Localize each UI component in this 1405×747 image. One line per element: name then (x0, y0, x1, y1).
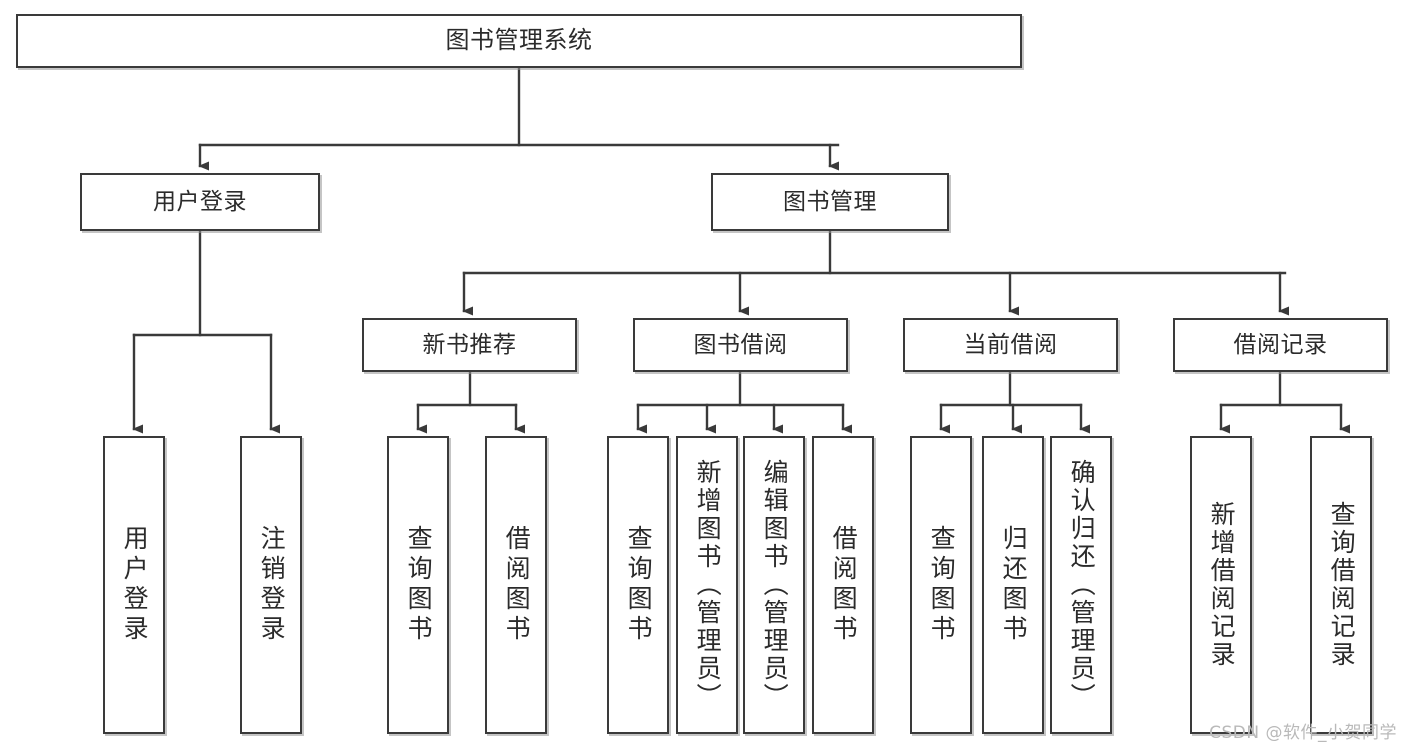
leaf-confirm-return-admin-label: 确认归还（管理员） (1067, 459, 1097, 711)
node-borrow-records[interactable]: 借阅记录 (1173, 318, 1388, 372)
node-borrow-records-label: 借阅记录 (1233, 331, 1328, 358)
leaf-borrow-books[interactable]: 借阅图书 (812, 436, 874, 734)
leaf-query-books-borrow-label: 查询图书 (624, 525, 654, 645)
leaf-return-books-label: 归还图书 (999, 525, 1029, 645)
leaf-borrow-books-label: 借阅图书 (829, 525, 859, 645)
node-book-borrow[interactable]: 图书借阅 (633, 318, 848, 372)
leaf-add-book-admin-label: 新增图书（管理员） (693, 459, 723, 711)
leaf-query-books-current-label: 查询图书 (927, 525, 957, 645)
leaf-add-book-admin[interactable]: 新增图书（管理员） (676, 436, 738, 734)
leaf-return-books[interactable]: 归还图书 (982, 436, 1044, 734)
leaf-confirm-return-admin[interactable]: 确认归还（管理员） (1050, 436, 1112, 734)
node-current-borrow-label: 当前借阅 (963, 331, 1058, 358)
leaf-query-books-recommend[interactable]: 查询图书 (387, 436, 449, 734)
leaf-query-borrow-record-label: 查询借阅记录 (1327, 501, 1357, 669)
node-book-management-label: 图书管理 (783, 188, 877, 215)
leaf-edit-book-admin-label: 编辑图书（管理员） (760, 459, 790, 711)
node-root[interactable]: 图书管理系统 (16, 14, 1022, 68)
node-root-label: 图书管理系统 (445, 26, 593, 55)
leaf-logout-label: 注销登录 (257, 525, 287, 645)
watermark-text: CSDN @软件_小贺同学 (1209, 723, 1397, 743)
leaf-add-borrow-record[interactable]: 新增借阅记录 (1190, 436, 1252, 734)
node-new-book-recommend[interactable]: 新书推荐 (362, 318, 577, 372)
node-user-login-label: 用户登录 (153, 188, 247, 215)
node-book-borrow-label: 图书借阅 (693, 331, 788, 358)
leaf-borrow-books-recommend-label: 借阅图书 (502, 525, 532, 645)
node-new-book-recommend-label: 新书推荐 (422, 331, 517, 358)
leaf-add-borrow-record-label: 新增借阅记录 (1207, 501, 1237, 669)
leaf-borrow-books-recommend[interactable]: 借阅图书 (485, 436, 547, 734)
leaf-query-books-recommend-label: 查询图书 (404, 525, 434, 645)
leaf-logout[interactable]: 注销登录 (240, 436, 302, 734)
leaf-query-borrow-record[interactable]: 查询借阅记录 (1310, 436, 1372, 734)
leaf-query-books-borrow[interactable]: 查询图书 (607, 436, 669, 734)
leaf-user-login-label: 用户登录 (120, 525, 150, 645)
node-book-management[interactable]: 图书管理 (711, 173, 949, 231)
leaf-query-books-current[interactable]: 查询图书 (910, 436, 972, 734)
node-user-login[interactable]: 用户登录 (80, 173, 320, 231)
leaf-edit-book-admin[interactable]: 编辑图书（管理员） (743, 436, 805, 734)
node-current-borrow[interactable]: 当前借阅 (903, 318, 1118, 372)
leaf-user-login[interactable]: 用户登录 (103, 436, 165, 734)
